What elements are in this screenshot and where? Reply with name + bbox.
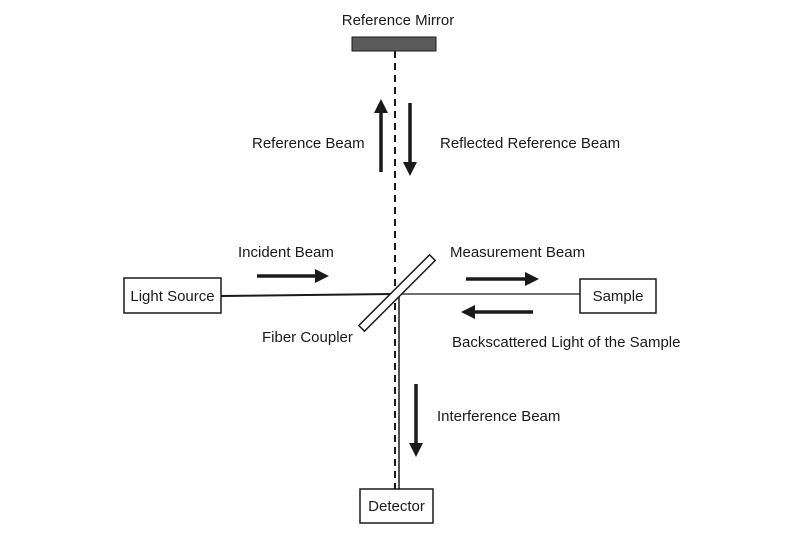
interference-beam-label: Interference Beam — [437, 408, 560, 425]
detector-label: Detector — [368, 498, 425, 515]
sample-label: Sample — [593, 288, 644, 305]
fiber-coupler-label: Fiber Coupler — [262, 329, 353, 346]
reference-mirror — [351, 36, 437, 52]
incident-beam-label: Incident Beam — [238, 244, 334, 261]
backscattered-light-label: Backscattered Light of the Sample — [452, 334, 680, 351]
reference-mirror-label: Reference Mirror — [342, 12, 455, 29]
light-source-box — [123, 277, 222, 314]
light-source-label: Light Source — [130, 288, 214, 305]
sample-box — [579, 278, 657, 314]
reference-beam-label: Reference Beam — [252, 135, 365, 152]
reflected-reference-beam-label: Reflected Reference Beam — [440, 135, 620, 152]
fiber-coupler — [357, 253, 437, 333]
detector-box — [359, 488, 434, 524]
measurement-beam-label: Measurement Beam — [450, 244, 585, 261]
source-path-line — [220, 293, 396, 297]
